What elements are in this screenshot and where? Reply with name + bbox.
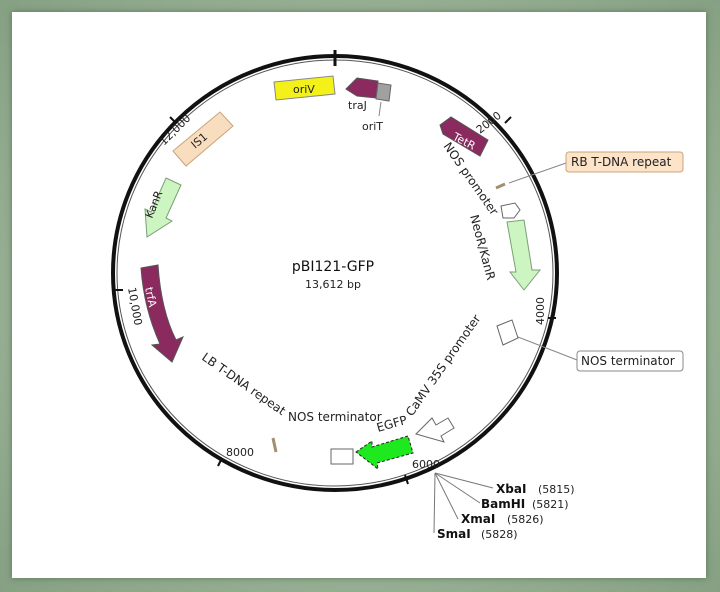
svg-text:trfA: trfA: [142, 286, 159, 309]
feature-RB-repeat[interactable]: [495, 162, 567, 190]
svg-text:NOS terminator: NOS terminator: [581, 354, 675, 368]
feature-nos-terminator-inner[interactable]: [330, 448, 354, 465]
feature-oriT[interactable]: oriT: [362, 82, 392, 133]
svg-text:traJ: traJ: [348, 99, 367, 112]
svg-text:(5828): (5828): [481, 528, 518, 541]
svg-text:BamHI: BamHI: [481, 497, 525, 511]
svg-text:(5821): (5821): [532, 498, 569, 511]
svg-text:XbaI: XbaI: [496, 482, 526, 496]
callout-RB-repeat[interactable]: RB T-DNA repeat: [565, 151, 684, 173]
feature-nos-promoter-shape[interactable]: [500, 202, 521, 219]
feature-label-neor-kanr: NeoR/KanR: [467, 213, 498, 281]
callout-nos-terminator[interactable]: NOS terminator: [576, 350, 684, 372]
feature-label-camv35s: CaMV 35S promoter: [403, 312, 484, 419]
tick-6000: [404, 474, 409, 485]
svg-text:RB T-DNA repeat: RB T-DNA repeat: [571, 155, 672, 169]
tick-label-6000: 6000: [412, 458, 440, 471]
feature-NeoR-KanR[interactable]: [506, 219, 542, 291]
svg-text:SmaI: SmaI: [437, 527, 471, 541]
plasmid-size: 13,612 bp: [305, 278, 361, 291]
restriction-site-lines: [433, 472, 494, 534]
svg-text:oriT: oriT: [362, 120, 383, 133]
feature-IS1[interactable]: IS1: [172, 111, 234, 167]
tick-label-10000: 10,000: [125, 286, 144, 326]
feature-EGFP[interactable]: [355, 435, 414, 471]
svg-text:(5826): (5826): [507, 513, 544, 526]
map-panel: [12, 12, 706, 578]
svg-text:(5815): (5815): [538, 483, 575, 496]
tick-12000: [169, 116, 177, 124]
plasmid-name: pBI121-GFP: [292, 259, 374, 275]
site-BamHI[interactable]: BamHI (5821): [481, 497, 569, 511]
feature-oriV[interactable]: oriV: [273, 75, 336, 101]
feature-LB-repeat[interactable]: [271, 437, 278, 453]
tick-label-8000: 8000: [226, 446, 254, 459]
tick-2000: [504, 116, 512, 124]
feature-KanR[interactable]: KanR: [143, 177, 182, 238]
svg-text:oriV: oriV: [293, 83, 315, 96]
site-SmaI[interactable]: SmaI (5828): [437, 527, 518, 541]
feature-traJ[interactable]: traJ: [345, 77, 379, 112]
site-XbaI[interactable]: XbaI (5815): [496, 482, 575, 496]
feature-trfA[interactable]: trfA: [140, 264, 184, 363]
feature-CaMV-35S[interactable]: [415, 417, 455, 443]
feature-label-nos-terminator-inner: NOS terminator: [288, 410, 382, 424]
tick-label-4000: 4000: [534, 297, 547, 325]
svg-text:XmaI: XmaI: [461, 512, 495, 526]
feature-label-lb-repeat: LB T-DNA repeat: [199, 350, 288, 418]
site-XmaI[interactable]: XmaI (5826): [461, 512, 544, 526]
feature-nos-terminator-box[interactable]: [496, 319, 578, 361]
tick-8000: [217, 457, 223, 467]
